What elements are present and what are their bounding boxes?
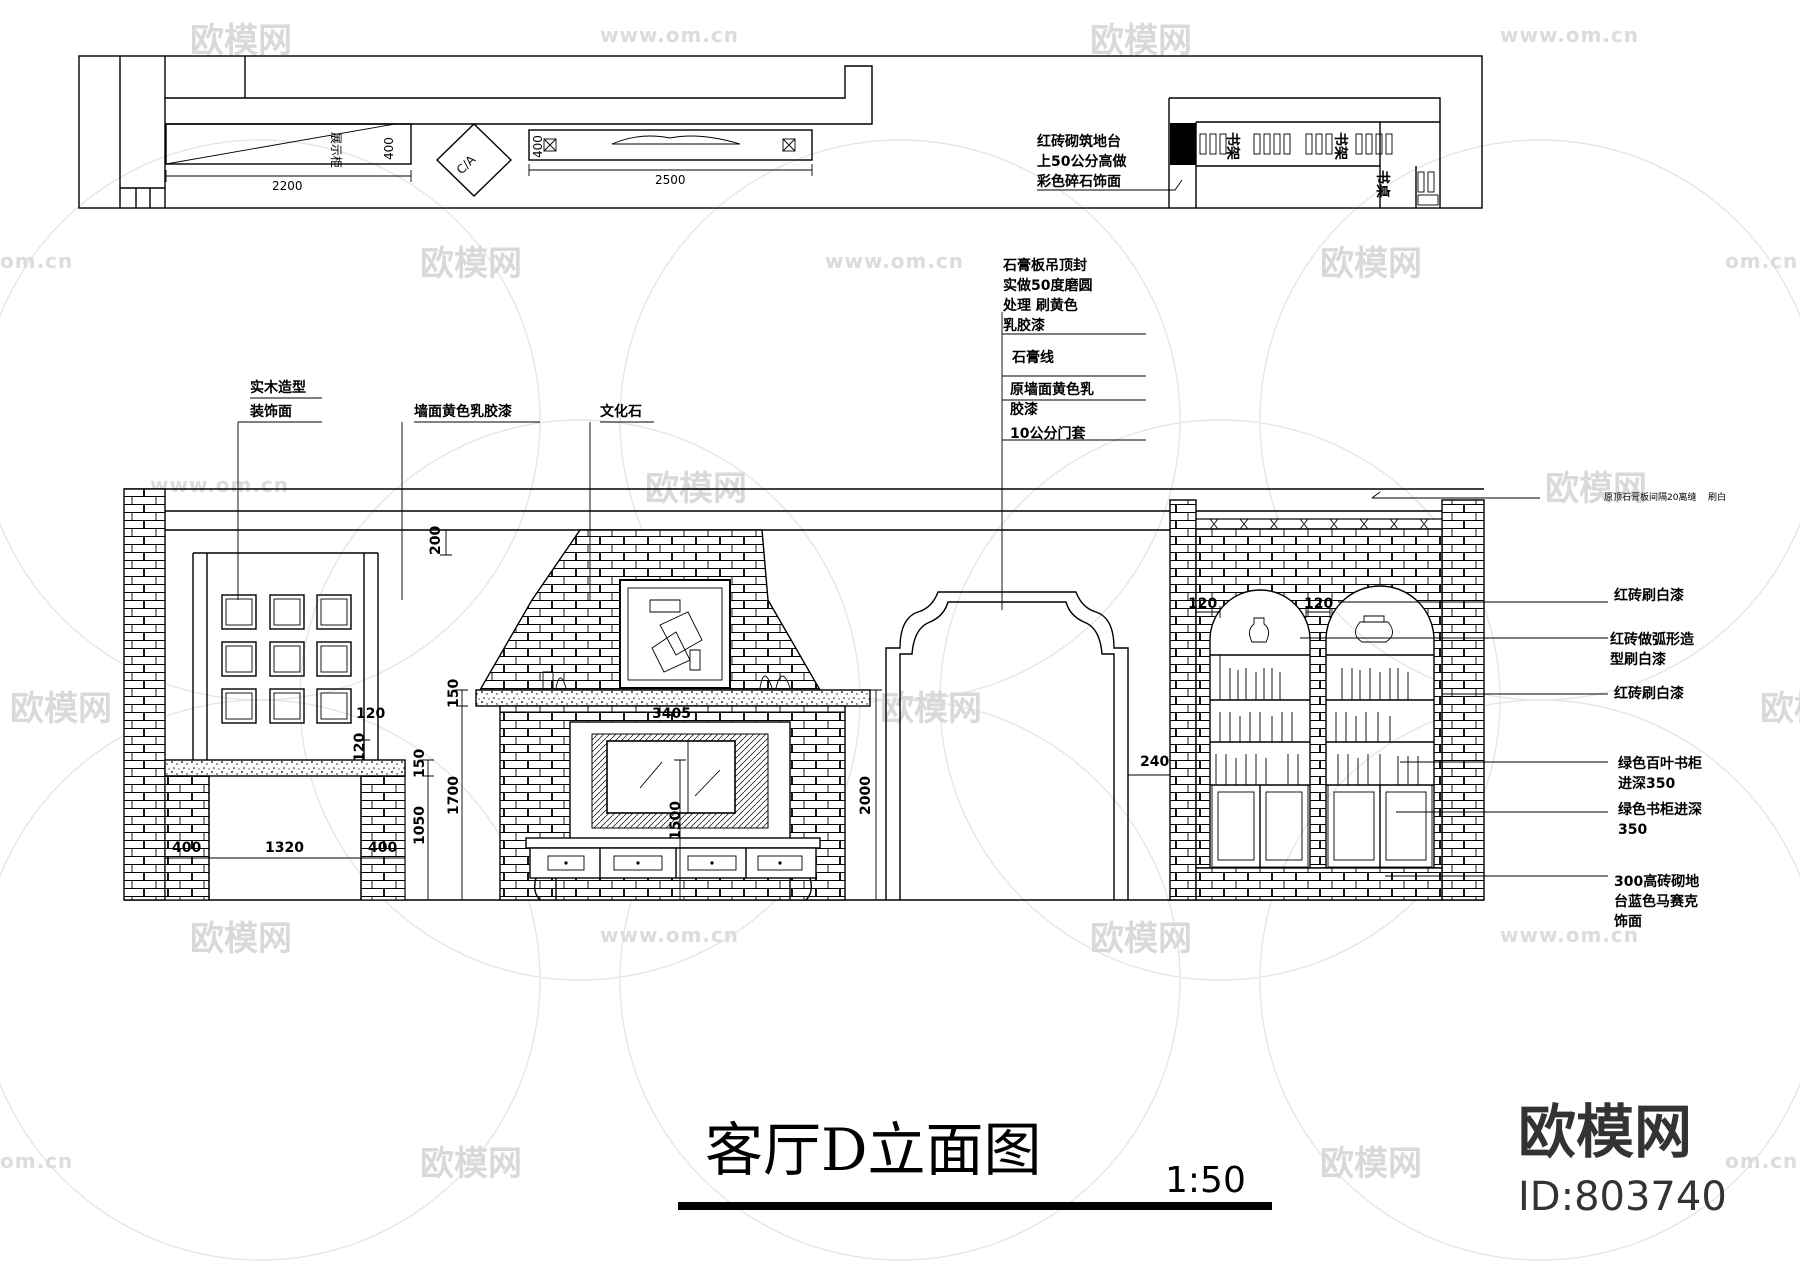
watermark-url: www.om.cn bbox=[150, 473, 289, 497]
dim-1320: 1320 bbox=[265, 840, 304, 856]
watermark-logo: 欧模网 bbox=[1545, 469, 1647, 509]
note-wood-panel-line1: 实木造型 bbox=[250, 379, 306, 396]
note-orig-wall-line2: 胶漆 bbox=[1010, 401, 1038, 418]
plan-dim-400-tv: 400 bbox=[531, 135, 545, 158]
note-platform-line3: 饰面 bbox=[1614, 913, 1642, 930]
plan-dim-2200: 2200 bbox=[272, 179, 303, 193]
note-brick-white-2: 红砖刷白漆 bbox=[1614, 685, 1684, 702]
watermark-logo: 欧模网 bbox=[420, 1144, 522, 1184]
note-ceiling-line3: 处理 刷黄色 bbox=[1002, 297, 1078, 314]
note-green-cabinet-line2: 350 bbox=[1618, 822, 1647, 838]
arched-doorway bbox=[885, 591, 1129, 900]
plan-bookshelf-label-1: 书架 bbox=[1224, 132, 1241, 160]
note-orig-wall-line1: 原墙面黄色乳 bbox=[1010, 381, 1094, 398]
note-ceiling-small-2: 刷白 bbox=[1708, 491, 1726, 503]
note-brick-arch-line2: 型刷白漆 bbox=[1610, 651, 1666, 668]
plan-dim-400-left: 400 bbox=[382, 137, 396, 160]
watermark-logo: 欧模网 bbox=[1320, 244, 1422, 284]
note-ceiling-line1: 石膏板吊顶封 bbox=[1002, 257, 1087, 274]
watermark-url: om.cn bbox=[0, 249, 73, 273]
brand-name: 欧模网 bbox=[1518, 1098, 1692, 1166]
leader-lines bbox=[237, 312, 1608, 877]
dim-2000: 2000 bbox=[858, 776, 874, 815]
plan-desk-label: 书桌 bbox=[1374, 170, 1391, 199]
note-brick-arch-line1: 红砖做弧形造 bbox=[1610, 631, 1694, 648]
dim-400-a: 400 bbox=[172, 840, 201, 856]
watermark-logo: 欧模网 bbox=[10, 689, 112, 729]
note-green-cabinet-line1: 绿色书柜进深 bbox=[1618, 801, 1702, 818]
watermark-url: om.cn bbox=[1725, 1149, 1798, 1173]
watermark-logo: 欧模网 bbox=[1760, 689, 1800, 729]
note-platform-line1: 300高砖砌地 bbox=[1614, 873, 1699, 890]
wood-panel-grid bbox=[221, 594, 352, 724]
brand-id: ID:803740 bbox=[1518, 1174, 1727, 1220]
watermark-logo: 欧模网 bbox=[190, 21, 292, 61]
watermark-url: www.om.cn bbox=[1500, 23, 1639, 47]
dim-150-a: 150 bbox=[446, 679, 462, 708]
watermark-logo: 欧模网 bbox=[420, 244, 522, 284]
dim-200: 200 bbox=[428, 526, 444, 555]
note-green-louver-line2: 进深350 bbox=[1618, 775, 1675, 792]
watermark-logo: 欧模网 bbox=[1090, 21, 1192, 61]
left-brick-column bbox=[123, 488, 166, 901]
dim-120-b: 120 bbox=[352, 733, 368, 762]
plan-table-letters: C/A bbox=[454, 152, 479, 177]
elevation-view: 200 120 120 150 150 1700 1050 400 1320 4… bbox=[123, 257, 1726, 930]
dim-400-b: 400 bbox=[368, 840, 397, 856]
drawing-title: 客厅D立面图 bbox=[705, 1116, 1042, 1184]
watermark-url: om.cn bbox=[1725, 249, 1798, 273]
watermark-url: om.cn bbox=[0, 1149, 73, 1173]
dim-150-b: 150 bbox=[412, 749, 428, 778]
note-green-louver-line1: 绿色百叶书柜 bbox=[1618, 755, 1702, 772]
note-wall-paint: 墙面黄色乳胶漆 bbox=[414, 403, 512, 420]
note-brick-white-1: 红砖刷白漆 bbox=[1614, 587, 1684, 604]
watermark-url: www.om.cn bbox=[825, 249, 964, 273]
note-ceiling-line2: 实做50度磨圆 bbox=[1003, 277, 1092, 294]
note-plaster-line: 石膏线 bbox=[1011, 349, 1054, 366]
plan-hearth-note-line1: 红砖砌筑地台 bbox=[1037, 133, 1121, 150]
dim-3405: 3405 bbox=[652, 706, 691, 722]
dim-240: 240 bbox=[1140, 754, 1169, 770]
drawing-scale: 1:50 bbox=[1165, 1160, 1246, 1201]
note-platform-line2: 台蓝色马赛克 bbox=[1614, 893, 1698, 910]
dim-120-d: 120 bbox=[1304, 596, 1333, 612]
dimension-lines bbox=[164, 529, 1331, 901]
plan-hearth-note-line2: 上50公分高做 bbox=[1037, 153, 1127, 170]
watermark-url: www.om.cn bbox=[600, 923, 739, 947]
watermark-logo: 欧模网 bbox=[880, 689, 982, 729]
watermark-logo: 欧模网 bbox=[1320, 1144, 1422, 1184]
watermark-url: www.om.cn bbox=[1500, 923, 1639, 947]
plan-display-cabinet-label: 展示柜 bbox=[329, 132, 343, 168]
dim-1500: 1500 bbox=[668, 801, 684, 840]
watermark-logo: 欧模网 bbox=[190, 919, 292, 959]
note-ceiling-line4: 乳胶漆 bbox=[1003, 317, 1045, 334]
note-door-trim: 10公分门套 bbox=[1010, 425, 1085, 442]
plan-bookshelf-label-2: 书架 bbox=[1332, 132, 1349, 160]
plan-view: 展示柜 2200 400 C/A 2500 400 红砖砌筑地台 上50公分高做… bbox=[78, 55, 1483, 209]
watermark-url: www.om.cn bbox=[600, 23, 739, 47]
plan-dim-2500: 2500 bbox=[655, 173, 686, 187]
note-wood-panel-line2: 装饰面 bbox=[249, 403, 292, 420]
fireplace-mantel bbox=[475, 689, 871, 707]
title-block: 客厅D立面图 1:50 欧模网 ID:803740 bbox=[678, 1098, 1727, 1220]
dim-120-c: 120 bbox=[1188, 596, 1217, 612]
plan-hearth-note-line3: 彩色碎石饰面 bbox=[1036, 173, 1121, 190]
note-culture-stone: 文化石 bbox=[600, 403, 642, 420]
dim-120-a: 120 bbox=[356, 706, 385, 722]
watermark-logo: 欧模网 bbox=[1090, 919, 1192, 959]
note-ceiling-small: 原顶石膏板间隔20离缝 bbox=[1604, 491, 1696, 503]
dim-1050: 1050 bbox=[412, 806, 428, 845]
bookcase-arch-surround bbox=[1195, 528, 1443, 869]
dim-1700: 1700 bbox=[446, 776, 462, 815]
